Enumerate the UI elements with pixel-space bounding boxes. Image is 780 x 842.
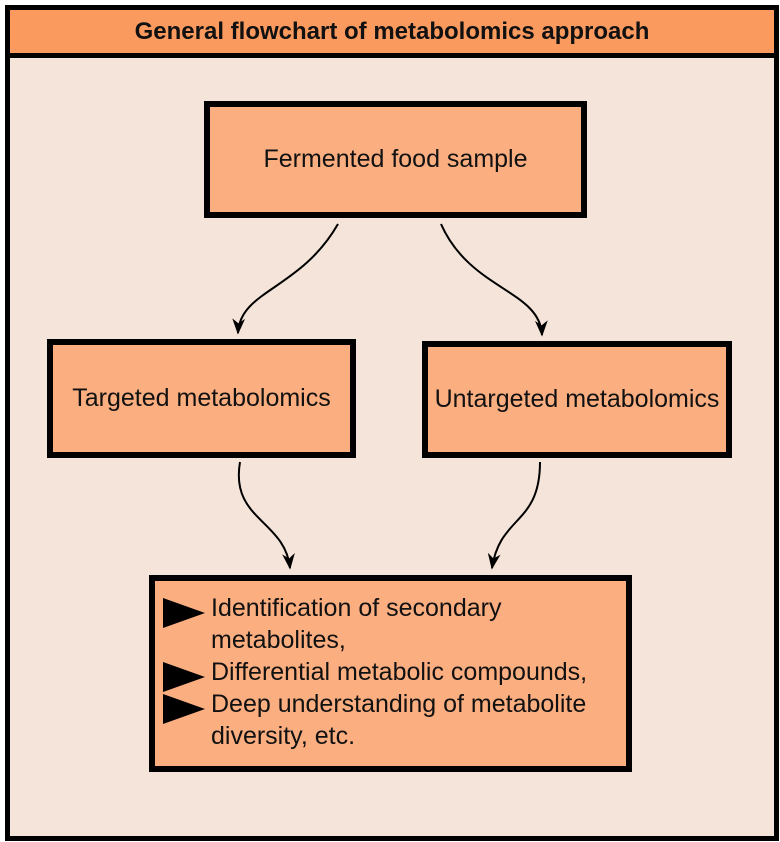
node-untargeted-metabolomics: Untargeted metabolomics	[422, 341, 732, 458]
outcome-item: Differential metabolic compounds,	[163, 656, 618, 692]
edge-untargeted-to-outcomes	[487, 461, 541, 570]
node-fermented-food-sample: Fermented food sample	[204, 101, 587, 218]
diagram-title: General flowchart of metabolomics approa…	[10, 10, 774, 58]
outcomes-list: Identification of secondary metabolites,…	[163, 592, 618, 752]
node-outcomes: Identification of secondary metabolites,…	[149, 575, 632, 772]
outcome-item: Deep understanding of metabolite diversi…	[163, 688, 618, 752]
node-targeted-metabolomics: Targeted metabolomics	[47, 339, 356, 458]
outcome-item: Identification of secondary metabolites,	[163, 592, 618, 656]
outcome-text: Differential metabolic compounds,	[211, 658, 588, 686]
outcome-text: Identification of secondary metabolites,	[211, 594, 502, 654]
edge-targeted-to-outcomes	[237, 461, 295, 570]
bullet-triangle-icon	[163, 694, 205, 724]
bullet-triangle-icon	[163, 662, 205, 692]
edge-sample-to-untargeted	[440, 223, 548, 337]
outcome-text: Deep understanding of metabolite diversi…	[211, 690, 587, 750]
bullet-triangle-icon	[163, 598, 205, 628]
edge-sample-to-targeted	[232, 223, 339, 335]
